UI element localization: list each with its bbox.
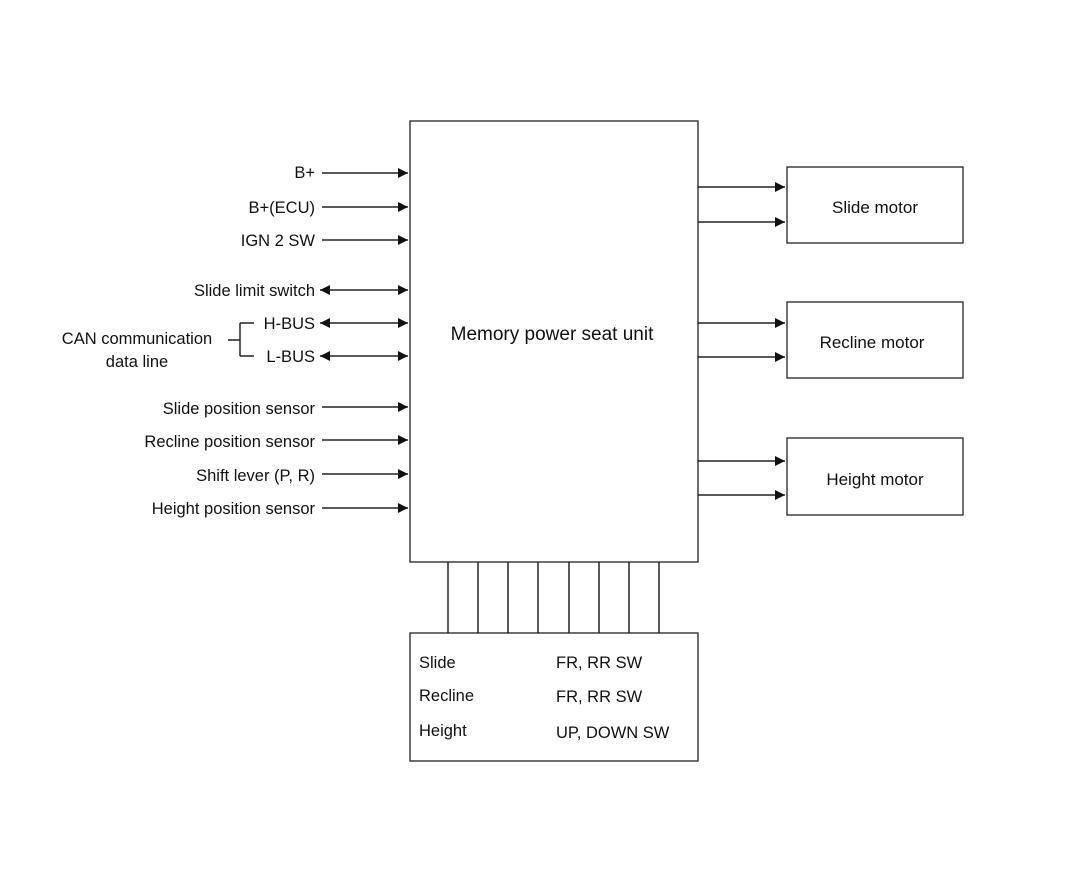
- height-motor-label: Height motor: [826, 470, 924, 489]
- input-slide-limit-switch: Slide limit switch: [194, 282, 408, 300]
- switch-connector-lines: [447, 562, 660, 633]
- input-h-bus: H-BUS: [264, 315, 408, 333]
- switch-row-switches: FR, RR SW: [556, 688, 643, 706]
- height-motor: Height motor: [698, 437, 964, 516]
- input-label: Height position sensor: [152, 500, 316, 518]
- input-ign2-sw: IGN 2 SW: [241, 232, 408, 250]
- switch-row-name: Height: [419, 722, 467, 740]
- height-motor-box: [786, 437, 964, 516]
- input-label: Slide limit switch: [194, 282, 315, 300]
- memory-power-seat-unit-box: [409, 120, 699, 563]
- input-label: B+(ECU): [249, 199, 315, 217]
- switch-row-name: Recline: [419, 687, 474, 705]
- input-slide-position-sensor: Slide position sensor: [163, 400, 408, 418]
- input-label: Recline position sensor: [144, 433, 315, 451]
- switch-row-switches: FR, RR SW: [556, 654, 643, 672]
- input-label: IGN 2 SW: [241, 232, 316, 250]
- input-label: H-BUS: [264, 315, 315, 333]
- switch-panel-box: [409, 632, 699, 762]
- input-b-plus: B+: [294, 164, 408, 182]
- seat-switch-panel: Slide FR, RR SW Recline FR, RR SW Height…: [409, 632, 699, 762]
- switch-row-name: Slide: [419, 654, 456, 672]
- recline-motor-label: Recline motor: [820, 333, 925, 352]
- input-height-position-sensor: Height position sensor: [152, 500, 408, 518]
- input-shift-lever: Shift lever (P, R): [196, 467, 408, 485]
- can-communication-group: CAN communication data line: [62, 322, 254, 371]
- input-label: L-BUS: [266, 348, 315, 366]
- memory-power-seat-unit-label: Memory power seat unit: [451, 324, 654, 345]
- slide-motor-label: Slide motor: [832, 198, 918, 217]
- can-group-label-line2: data line: [106, 353, 168, 371]
- input-label: B+: [294, 164, 315, 182]
- slide-motor-box: [786, 166, 964, 244]
- recline-motor-box: [786, 301, 964, 379]
- switch-row-switches: UP, DOWN SW: [556, 724, 670, 742]
- input-label: Slide position sensor: [163, 400, 316, 418]
- input-b-plus-ecu: B+(ECU): [249, 199, 408, 217]
- can-group-label-line1: CAN communication: [62, 330, 212, 348]
- recline-motor: Recline motor: [698, 301, 964, 379]
- input-recline-position-sensor: Recline position sensor: [144, 433, 408, 451]
- input-l-bus: L-BUS: [266, 348, 408, 366]
- input-label: Shift lever (P, R): [196, 467, 315, 485]
- slide-motor: Slide motor: [698, 166, 964, 244]
